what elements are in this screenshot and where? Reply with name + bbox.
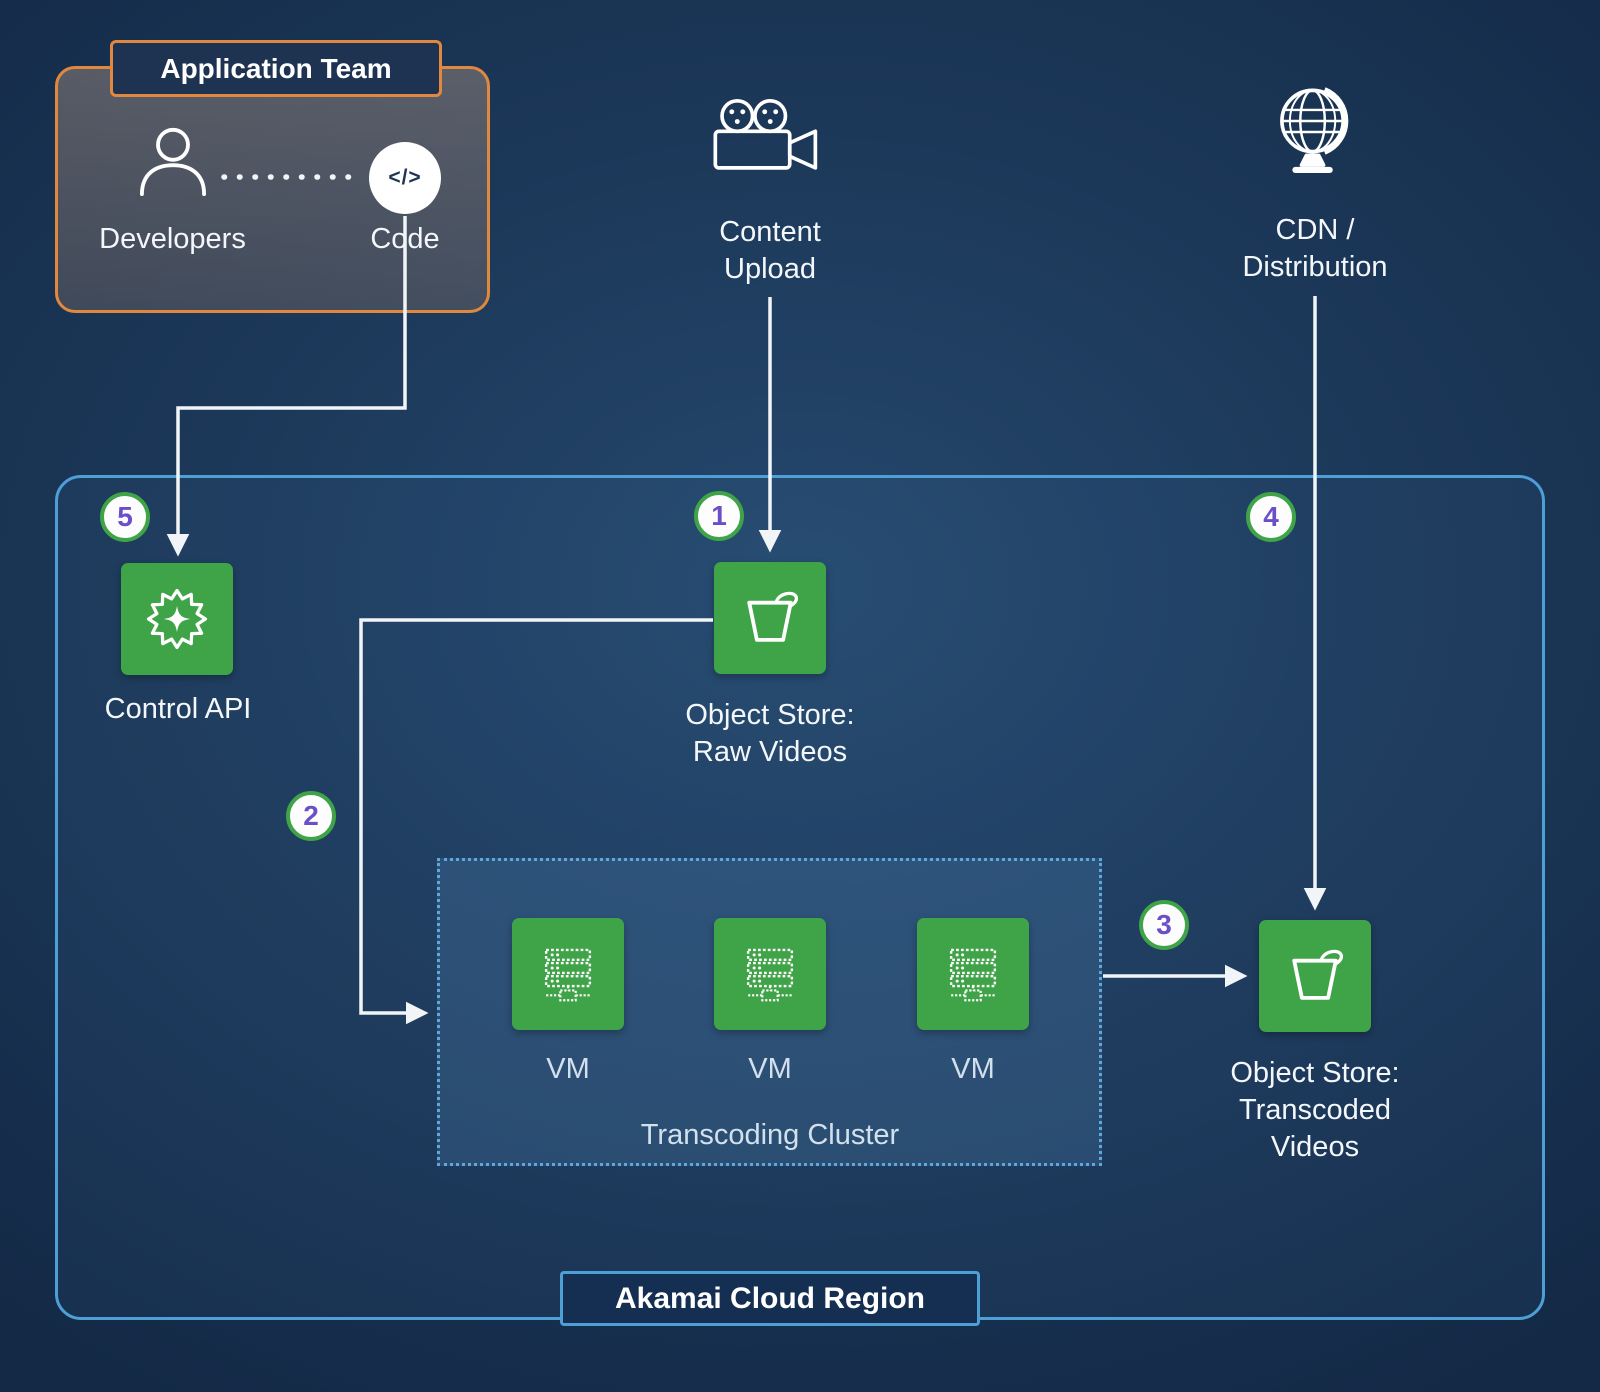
transcoded-object-store-node: [1259, 920, 1371, 1032]
transcoded-object-store-label: Object Store: Transcoded Videos: [1230, 1057, 1400, 1163]
code-icon: </>: [369, 142, 441, 214]
developers-icon: [128, 118, 218, 213]
vm-label-2: VM: [748, 1053, 792, 1085]
raw-object-store-node: [714, 562, 826, 674]
cdn-label: CDN / Distribution: [1242, 214, 1388, 283]
step-badge-2: 2: [286, 791, 336, 841]
step-badge-3: 3: [1139, 900, 1189, 950]
control-api-label: Control API: [104, 693, 252, 725]
vm-label-1: VM: [546, 1053, 590, 1085]
control-api-node: [121, 563, 233, 675]
step-badge-4: 4: [1246, 492, 1296, 542]
bucket-icon: [1292, 949, 1344, 1000]
transcoding-cluster-label: Transcoding Cluster: [640, 1119, 900, 1151]
akamai-cloud-region-label: Akamai Cloud Region: [560, 1271, 980, 1326]
bucket-icon: [747, 591, 799, 642]
server-icon: [746, 948, 794, 1002]
gear-icon: [146, 588, 208, 650]
content-upload-label: Content Upload: [719, 216, 821, 285]
vm-node-3: [917, 918, 1029, 1030]
vm-node-2: [714, 918, 826, 1030]
code-label: Code: [370, 223, 440, 255]
step-badge-1: 1: [694, 491, 744, 541]
vm-node-1: [512, 918, 624, 1030]
vm-label-3: VM: [951, 1053, 995, 1085]
raw-object-store-label: Object Store: Raw Videos: [685, 699, 855, 768]
developers-label: Developers: [99, 223, 246, 255]
application-team-title: Application Team: [110, 40, 442, 97]
server-icon: [949, 948, 997, 1002]
server-icon: [544, 948, 592, 1002]
step-badge-5: 5: [100, 492, 150, 542]
globe-icon: [1266, 80, 1364, 189]
video-camera-icon: [708, 96, 830, 185]
